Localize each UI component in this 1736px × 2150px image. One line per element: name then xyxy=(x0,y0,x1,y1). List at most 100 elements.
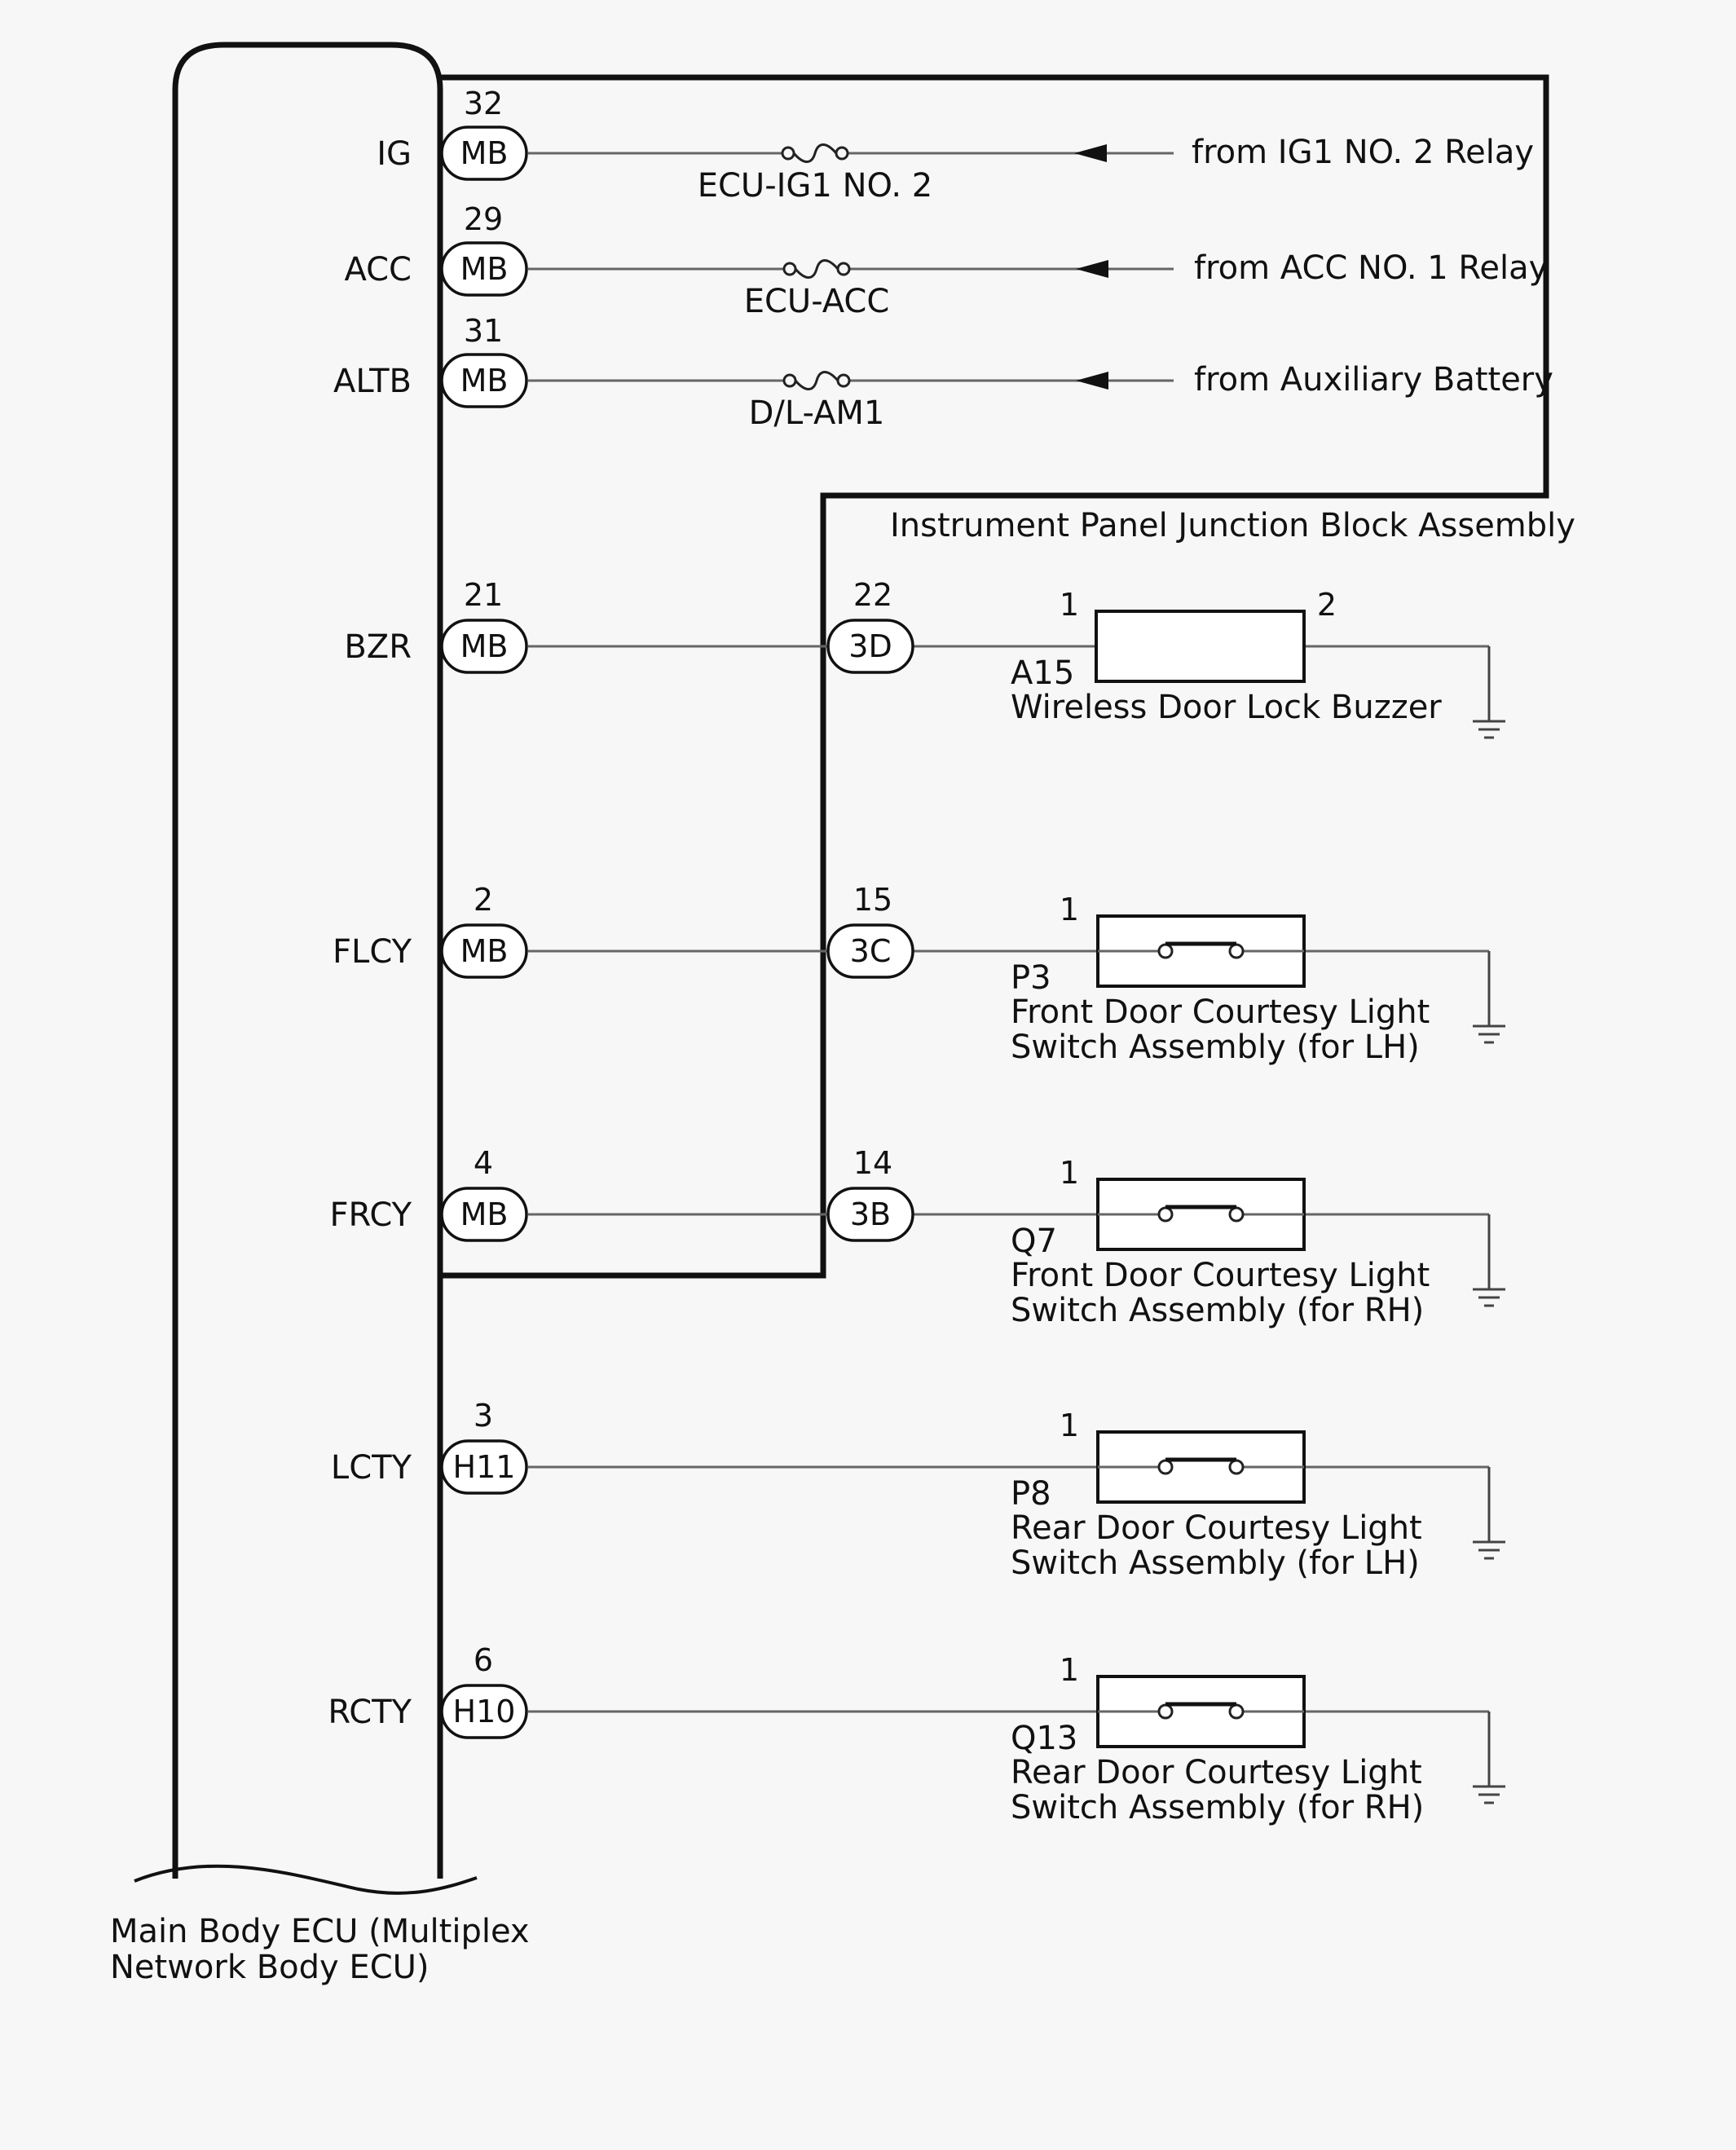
ecu-connector-label: MB xyxy=(460,1196,509,1232)
ecu-pin-number: 21 xyxy=(464,577,503,613)
fuse-label: ECU-IG1 NO. 2 xyxy=(698,167,933,205)
device-pin-1: 1 xyxy=(1060,892,1079,927)
device-pin-1: 1 xyxy=(1060,1408,1079,1443)
ecu-connector-label: MB xyxy=(460,628,509,664)
jb-pin-number: 14 xyxy=(853,1145,892,1181)
jb-pin-number: 15 xyxy=(853,882,892,918)
ecu-name-line2: Network Body ECU) xyxy=(110,1949,430,1986)
jb-connector: 3C xyxy=(826,923,914,979)
device-name-line1: Wireless Door Lock Buzzer xyxy=(1011,689,1442,726)
jb-connector-shape xyxy=(826,619,914,674)
fuse-label: ECU-ACC xyxy=(744,283,890,320)
ecu-connector: MB xyxy=(440,1187,528,1242)
pin-number: 32 xyxy=(464,86,503,121)
device-code: P8 xyxy=(1011,1475,1051,1513)
switch-icon xyxy=(1098,1457,1304,1475)
device-pin-1: 1 xyxy=(1060,1652,1079,1688)
device-name-line2: Switch Assembly (for RH) xyxy=(1011,1789,1424,1826)
ecu-connector-shape xyxy=(440,1684,528,1739)
signal-label: ACC xyxy=(344,251,412,289)
device-pin-1: 1 xyxy=(1060,1155,1079,1191)
ecu-connector: MB xyxy=(440,126,528,181)
ground-icon xyxy=(1473,951,1505,1044)
signal-label: ALTB xyxy=(333,363,412,400)
ecu-connector: H11 xyxy=(440,1439,528,1495)
ecu-connector-label: MB xyxy=(460,363,509,399)
pin-number: 31 xyxy=(464,313,503,349)
ecu-connector-shape xyxy=(440,241,528,297)
fuse-icon xyxy=(782,371,851,390)
device-code: A15 xyxy=(1011,654,1074,692)
device-code: Q7 xyxy=(1011,1223,1057,1260)
ecu-connector: MB xyxy=(440,923,528,979)
fuse-icon xyxy=(782,259,851,279)
device-name-line1: Rear Door Courtesy Light xyxy=(1011,1509,1422,1547)
ecu-pin-number: 3 xyxy=(474,1398,493,1434)
power-circuit-altb: ALTB 31D/L-AM1 from Auxiliary Battery MB xyxy=(333,313,1553,432)
ecu-connector-label: MB xyxy=(460,135,509,171)
ecu-connector-shape xyxy=(440,619,528,674)
ecu-connector: MB xyxy=(440,241,528,297)
ecu-name-line1: Main Body ECU (Multiplex xyxy=(110,1913,530,1950)
ecu-connector-shape xyxy=(440,923,528,979)
device-name-line2: Switch Assembly (for LH) xyxy=(1011,1544,1420,1582)
device-code: Q13 xyxy=(1011,1720,1077,1757)
signal-label: BZR xyxy=(344,628,412,666)
ground-icon xyxy=(1473,1712,1505,1804)
device-pin-2: 2 xyxy=(1317,587,1337,623)
signal-label: FRCY xyxy=(330,1196,412,1234)
signal-label: LCTY xyxy=(331,1449,412,1487)
junction-block-outline xyxy=(440,74,1549,1279)
switch-icon xyxy=(1098,1702,1304,1720)
arrow-left-icon xyxy=(1076,372,1108,390)
jb-connector: 3D xyxy=(826,619,914,674)
fuse-icon xyxy=(781,143,849,163)
device-box xyxy=(1095,610,1306,683)
ecu-body-outline xyxy=(172,42,443,1879)
device-name-line2: Switch Assembly (for RH) xyxy=(1011,1292,1424,1329)
jb-connector-label: 3C xyxy=(850,933,892,969)
pin-number: 29 xyxy=(464,201,503,237)
ecu-connector-shape xyxy=(440,1187,528,1242)
signal-label: RCTY xyxy=(328,1694,412,1731)
ecu-connector-shape xyxy=(440,353,528,408)
ecu-connector: H10 xyxy=(440,1684,528,1739)
fuse-label: D/L-AM1 xyxy=(749,394,885,432)
ground-icon xyxy=(1473,1467,1505,1560)
arrow-left-icon xyxy=(1076,260,1108,278)
device-name-line2: Switch Assembly (for LH) xyxy=(1011,1029,1420,1066)
source-label: from ACC NO. 1 Relay xyxy=(1194,249,1548,287)
source-label: from Auxiliary Battery xyxy=(1194,361,1553,399)
jb-pin-number: 22 xyxy=(853,577,892,613)
device-code: P3 xyxy=(1011,959,1051,997)
ecu-connector-label: H10 xyxy=(453,1694,516,1729)
ecu-connector-shape xyxy=(440,1439,528,1495)
signal-label: FLCY xyxy=(333,933,412,971)
signal-label: IG xyxy=(377,135,412,173)
source-label: from IG1 NO. 2 Relay xyxy=(1192,134,1534,171)
ecu-connector: MB xyxy=(440,619,528,674)
ground-icon xyxy=(1473,1214,1505,1307)
switch-icon xyxy=(1098,1205,1304,1223)
ecu-break-line xyxy=(134,1864,478,1895)
ecu-connector-label: MB xyxy=(460,251,509,287)
junction-block-name: Instrument Panel Junction Block Assembly xyxy=(890,507,1575,544)
jb-connector-shape xyxy=(826,923,914,979)
ecu-pin-number: 2 xyxy=(474,882,493,918)
ground-icon xyxy=(1473,646,1505,739)
device-name-line1: Front Door Courtesy Light xyxy=(1011,993,1430,1031)
device-name-line1: Front Door Courtesy Light xyxy=(1011,1257,1430,1294)
arrow-left-icon xyxy=(1074,144,1107,162)
jb-connector-label: 3B xyxy=(850,1196,891,1232)
ecu-pin-number: 6 xyxy=(474,1642,493,1678)
ecu-connector-label: MB xyxy=(460,933,509,969)
